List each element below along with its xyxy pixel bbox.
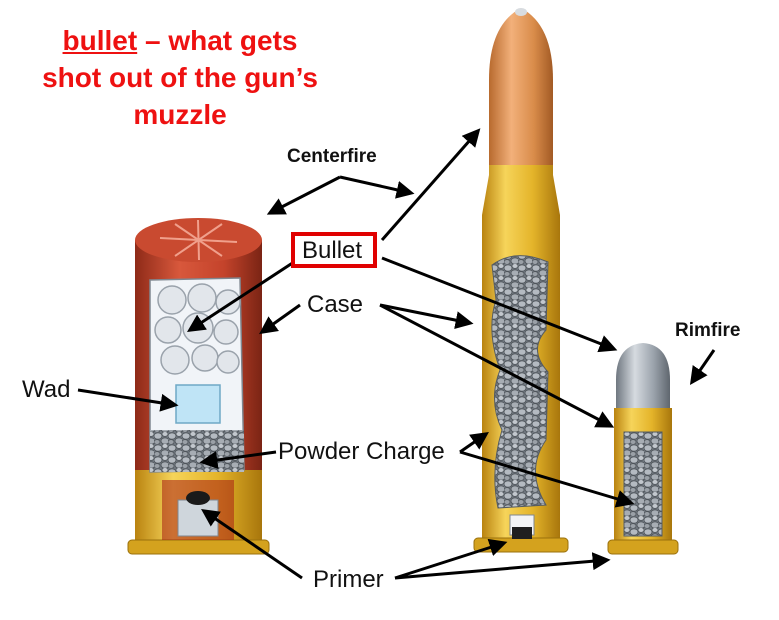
diagram-title: bullet – what gets shot out of the gun’s… [0, 22, 360, 133]
label-bullet: Bullet [302, 237, 363, 264]
title-line2: shot out of the gun’s [42, 62, 318, 93]
wad [175, 384, 221, 424]
bullet-highlight-box [291, 232, 377, 268]
title-line1-rest: – what gets [137, 25, 298, 56]
centerfire-bullet [489, 8, 553, 170]
rimfire-powder [623, 431, 663, 537]
shotshell [127, 218, 270, 555]
shotshell-powder [150, 430, 244, 472]
label-centerfire: Centerfire [287, 146, 377, 167]
title-term: bullet [62, 25, 138, 56]
label-wad: Wad [22, 376, 71, 403]
label-rimfire: Rimfire [675, 320, 741, 341]
crimp-star [159, 219, 238, 261]
centerfire-primer [512, 527, 532, 539]
rimfire-bullet [616, 343, 670, 410]
label-primer: Primer [313, 566, 384, 593]
rimfire-cartridge [607, 343, 679, 555]
shot-pellets [154, 283, 241, 375]
label-powder-charge: Powder Charge [278, 438, 445, 465]
shotshell-primer [186, 491, 210, 505]
callout-arrows [77, 128, 716, 580]
title-line3: muzzle [133, 99, 227, 130]
label-case: Case [307, 291, 364, 318]
